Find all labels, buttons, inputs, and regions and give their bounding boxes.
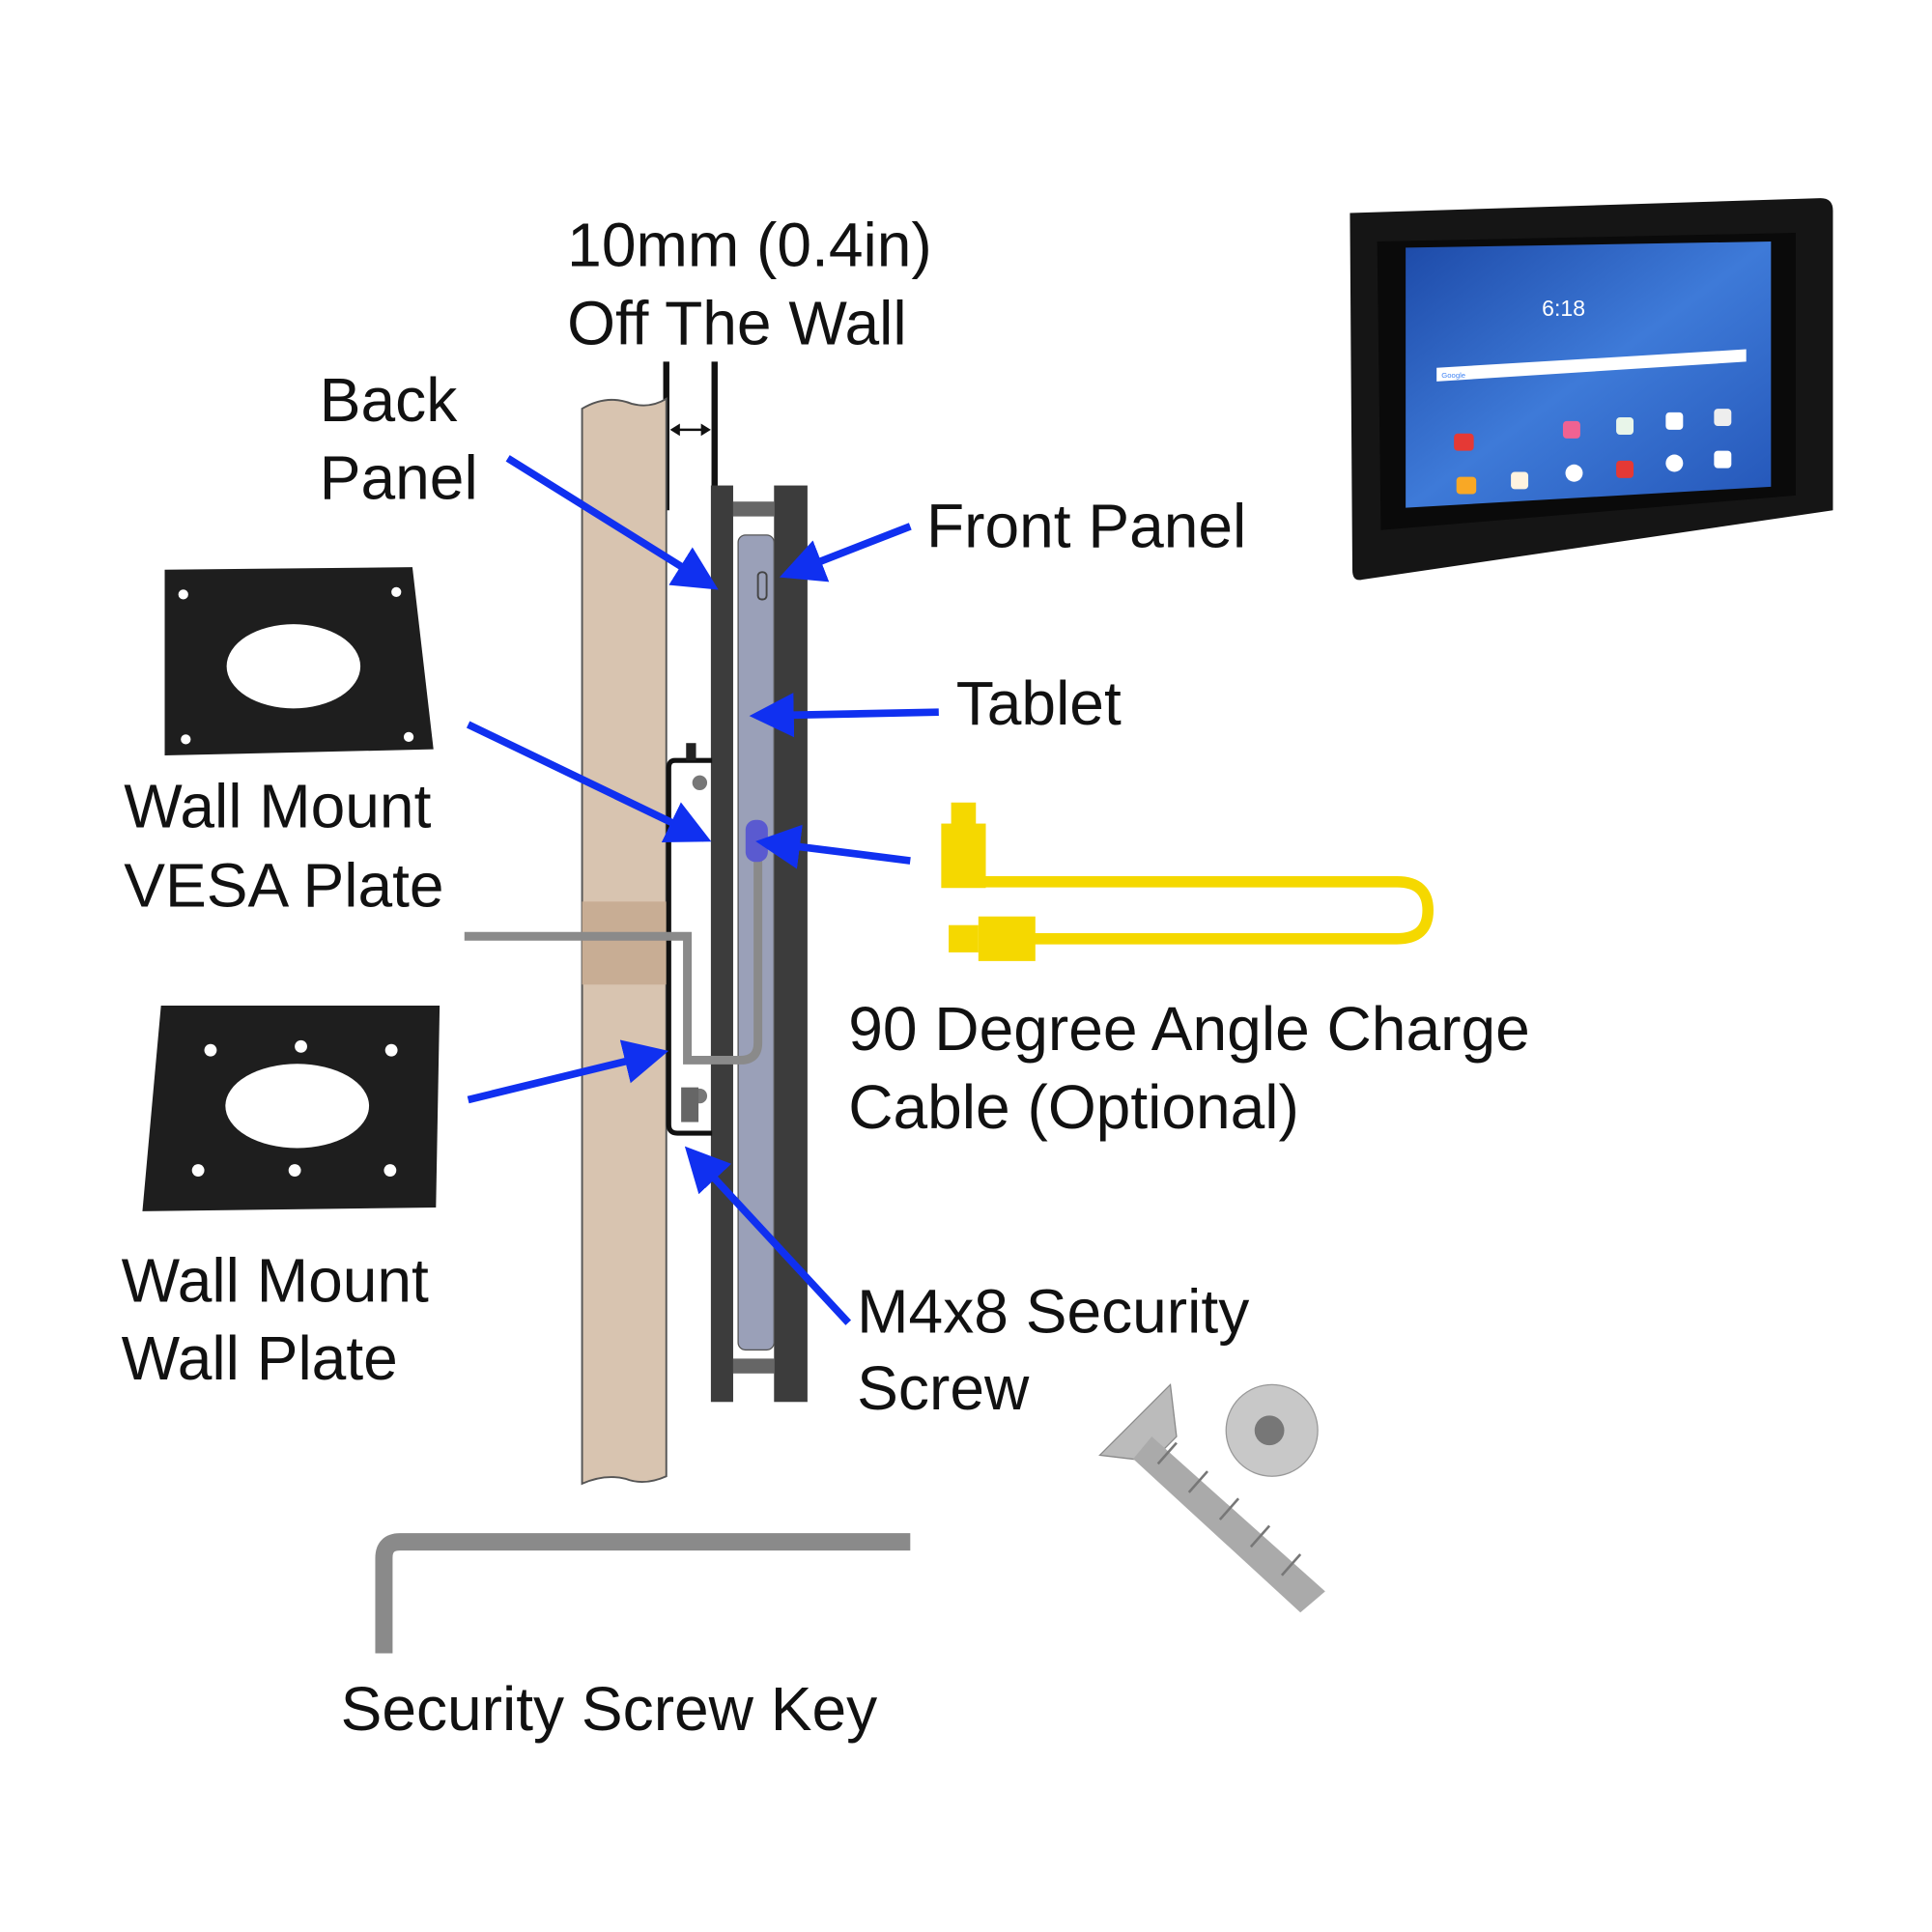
screen-search-bar xyxy=(1436,349,1747,382)
label-charge-cable-2: Cable (Optional) xyxy=(848,1072,1299,1142)
tablet-screen xyxy=(1406,242,1772,508)
screw-icon xyxy=(692,775,708,790)
vesa-bracket xyxy=(666,743,713,1136)
dimension-line1: 10mm (0.4in) xyxy=(567,211,932,280)
arrow-back-panel xyxy=(505,455,719,590)
back-panel xyxy=(710,485,733,1403)
screen-time: 6:18 xyxy=(1542,296,1585,321)
label-back-panel-2: Panel xyxy=(320,443,478,513)
label-front-panel: Front Panel xyxy=(926,492,1246,561)
wall-section xyxy=(581,397,668,1486)
security-screw-image xyxy=(1098,1382,1325,1613)
arrow-wall-plate xyxy=(467,1039,669,1104)
pointer-arrows xyxy=(466,455,939,1325)
label-tablet: Tablet xyxy=(956,668,1122,738)
spacer-bottom xyxy=(732,1358,775,1374)
label-wall-plate-2: Wall Plate xyxy=(122,1323,398,1393)
label-wall-plate-1: Wall Mount xyxy=(122,1245,429,1315)
wall-plate-image xyxy=(142,1006,440,1211)
arrow-vesa-plate xyxy=(466,721,712,843)
label-charge-cable-1: 90 Degree Angle Charge xyxy=(848,994,1530,1064)
label-back-panel-1: Back xyxy=(320,365,458,435)
dimension-line2: Off The Wall xyxy=(567,288,906,357)
label-vesa-plate-1: Wall Mount xyxy=(124,771,431,840)
dimension-indicator xyxy=(663,361,718,511)
arrow-security-screw xyxy=(684,1146,852,1325)
label-security-screw-1: M4x8 Security xyxy=(857,1276,1249,1346)
arrow-charge-cable xyxy=(755,824,911,869)
screw-key-inserted xyxy=(464,852,763,1065)
vesa-plate-image xyxy=(164,567,434,756)
arrow-tablet xyxy=(749,693,939,738)
screw-key-image xyxy=(375,1533,911,1654)
label-vesa-plate-2: VESA Plate xyxy=(124,850,443,920)
charge-cable-image xyxy=(941,802,1434,961)
label-screw-key: Security Screw Key xyxy=(341,1674,878,1744)
screen-search-brand: Google xyxy=(1441,371,1465,380)
spacer-top xyxy=(732,501,775,517)
tablet-mount-photo: 6:18 Google xyxy=(1350,198,1833,581)
label-security-screw-2: Screw xyxy=(857,1353,1030,1423)
arrow-front-panel xyxy=(779,523,912,582)
screen-app-icons xyxy=(1454,409,1732,495)
